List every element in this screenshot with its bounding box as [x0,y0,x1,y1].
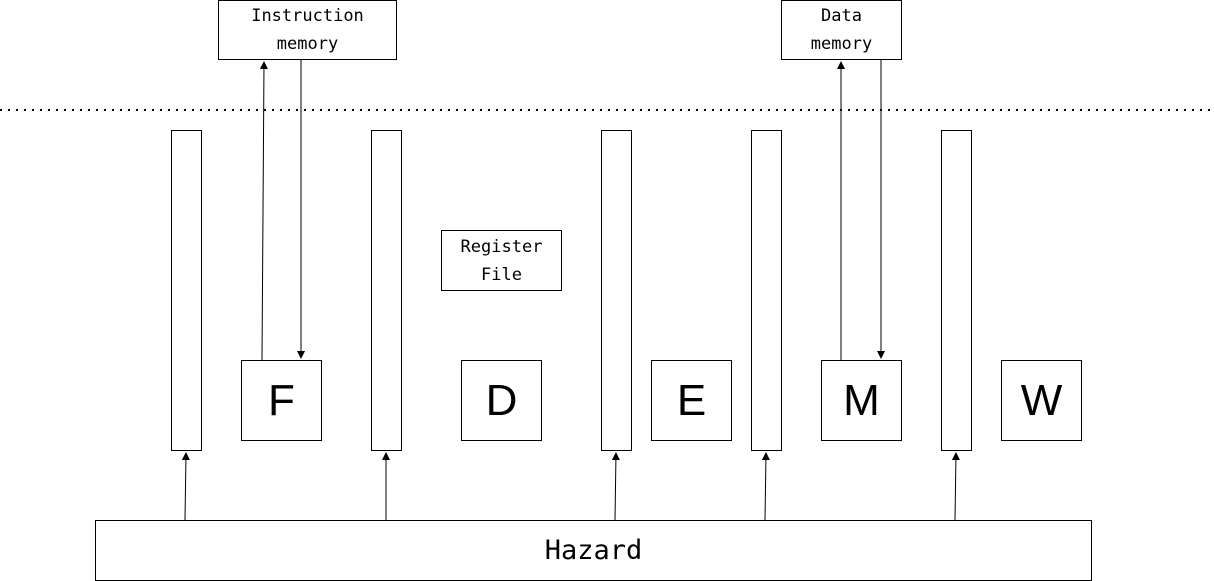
decode-stage-box: D [461,360,542,441]
execute-stage-label: E [676,375,707,425]
arrow-hazard-to-register-4 [761,452,770,521]
writeback-stage-box: W [1001,360,1082,441]
writeback-stage-label: W [1020,375,1063,425]
register-file-box: Register File [441,230,562,291]
data-memory-box: Data memory [781,0,902,60]
hazard-unit-box: Hazard [95,520,1092,581]
hazard-unit-label: Hazard [544,535,643,566]
fetch-stage-label: F [268,375,295,425]
memory-stage-label: M [843,375,880,425]
fetch-stage-box: F [241,360,322,441]
arrow-fetch-to-instruction-memory [259,61,268,361]
pipeline-register-3 [601,130,632,451]
decode-stage-label: D [485,375,518,425]
pipeline-register-1 [171,130,202,451]
execute-stage-box: E [651,360,732,441]
pipeline-register-5 [941,130,972,451]
pipeline-register-4 [751,130,782,451]
register-file-label: Register File [460,236,543,285]
instruction-memory-box: Instruction memory [218,0,397,60]
arrow-hazard-to-register-1 [181,452,190,521]
arrow-hazard-to-register-3 [611,452,620,521]
pipeline-register-2 [371,130,402,451]
arrow-hazard-to-register-5 [951,452,960,521]
data-memory-label: Data memory [810,6,873,54]
instruction-memory-label: Instruction memory [251,6,364,54]
memory-stage-box: M [821,360,902,441]
